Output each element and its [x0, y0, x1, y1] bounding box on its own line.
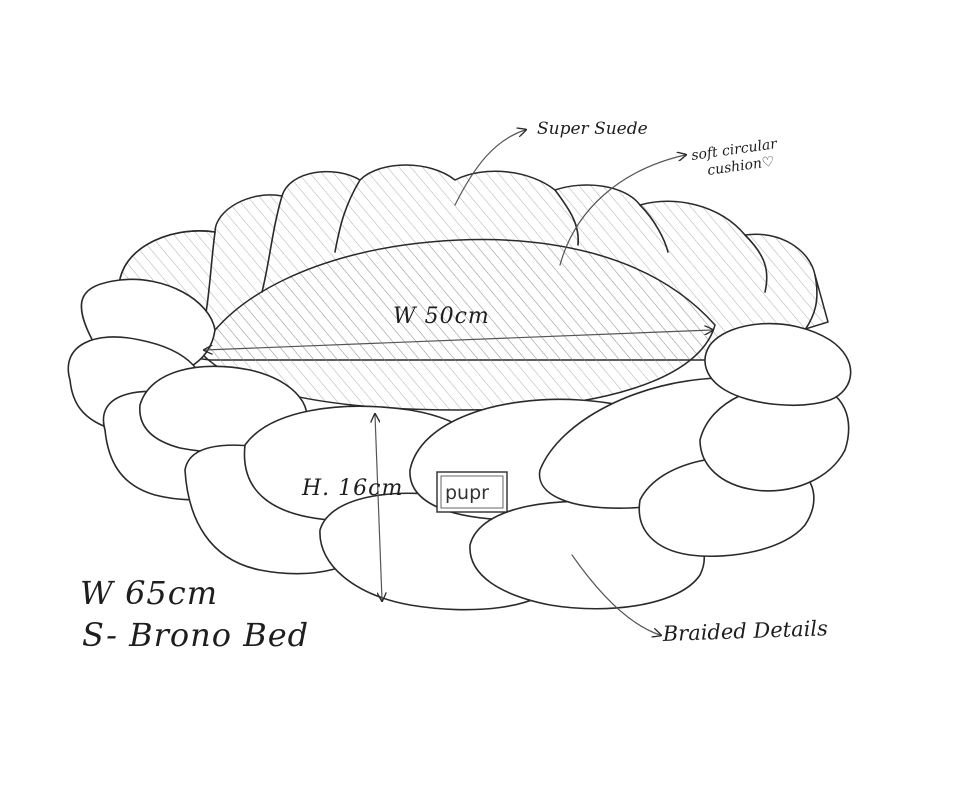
super-suede-label: Super Suede [537, 119, 648, 139]
inner-width-arrow [205, 330, 712, 350]
brand-label: pupr [445, 482, 489, 504]
outer-width-label: W 65cm [80, 574, 218, 612]
height-label: H. 16cm [301, 476, 403, 501]
height-arrow [375, 415, 382, 600]
braided-leader [571, 554, 660, 635]
super-suede-leader [454, 130, 525, 206]
product-name-label: S- Brono Bed [82, 616, 309, 654]
brand-tag [436, 471, 508, 513]
inner-width-label: W 50cm [393, 304, 490, 329]
braided-details-label: Braided Details [661, 616, 828, 646]
cushion-leader [559, 155, 685, 266]
